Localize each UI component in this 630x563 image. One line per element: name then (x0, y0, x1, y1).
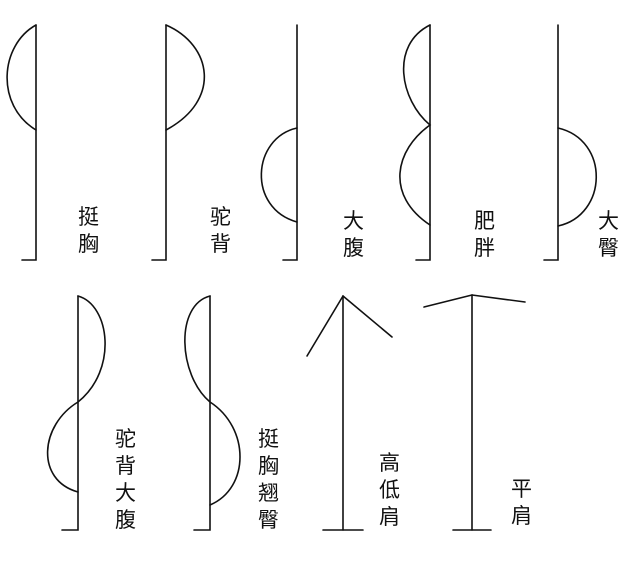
label-char: 臀 (258, 508, 279, 532)
label-char: 肩 (511, 504, 532, 528)
label-char: 大 (343, 209, 364, 233)
left-shoulder-line (423, 294, 473, 308)
label-char: 胖 (474, 236, 495, 260)
label-char: 胸 (258, 454, 279, 478)
svg-text:挺 胸: 挺 胸 (78, 205, 106, 256)
s-curve (46, 295, 106, 493)
figure-chest-out-raised-hips: 挺 胸 翘 臀 (184, 295, 286, 532)
label-char: 挺 (258, 427, 279, 451)
left-shoulder-line (306, 295, 344, 357)
svg-text:肥 胖: 肥 胖 (474, 209, 502, 260)
figure-big-belly: 大 腹 (260, 24, 371, 261)
spine-line (61, 295, 79, 531)
s-curve (184, 295, 241, 506)
label-char: 胸 (78, 232, 99, 256)
svg-text:大 臀: 大 臀 (598, 209, 626, 260)
label-char: 肩 (379, 505, 400, 529)
back-curve (165, 24, 206, 131)
figure-big-hips: 大 臀 (543, 24, 626, 261)
svg-text:大 腹: 大 腹 (343, 209, 371, 260)
label-char: 背 (115, 454, 136, 478)
spine-line (282, 24, 298, 261)
label-char: 腹 (115, 508, 136, 532)
figure-stout: 肥 胖 (399, 24, 502, 261)
svg-text:驼 背 大 腹: 驼 背 大 腹 (115, 427, 143, 532)
label-char: 挺 (78, 205, 99, 229)
hip-curve (557, 127, 598, 227)
svg-text:挺 胸 翘 臀: 挺 胸 翘 臀 (258, 427, 286, 532)
spine-line (543, 24, 559, 261)
figure-chest-out: 挺 胸 (6, 24, 106, 261)
label-char: 高 (379, 451, 400, 475)
s-curve (399, 24, 432, 226)
figure-hunchback: 驼 背 (151, 24, 238, 261)
spine-line (21, 24, 37, 261)
label-char: 肥 (474, 209, 495, 233)
label-char: 腹 (343, 236, 364, 260)
right-shoulder-line (471, 294, 526, 303)
label-char: 平 (511, 477, 532, 501)
label-char: 低 (379, 478, 400, 502)
label-char: 大 (598, 209, 619, 233)
svg-text:驼 背: 驼 背 (210, 205, 238, 256)
figure-square-shoulders: 平 肩 (423, 294, 539, 531)
figure-uneven-shoulders: 高 低 肩 (306, 295, 407, 531)
right-shoulder-line (342, 295, 393, 338)
label-char: 背 (210, 232, 231, 256)
label-char: 驼 (115, 427, 136, 451)
label-char: 驼 (210, 205, 231, 229)
spine-line (415, 24, 431, 261)
label-char: 翘 (258, 481, 279, 505)
label-char: 臀 (598, 236, 619, 260)
belly-curve (260, 127, 298, 223)
spine-line (193, 295, 211, 531)
svg-text:平 肩: 平 肩 (511, 477, 539, 528)
svg-text:高 低 肩: 高 低 肩 (379, 451, 407, 529)
label-char: 大 (115, 481, 136, 505)
figure-hunchback-big-belly: 驼 背 大 腹 (46, 295, 143, 532)
spine-line (151, 24, 167, 261)
chest-curve (6, 24, 37, 131)
